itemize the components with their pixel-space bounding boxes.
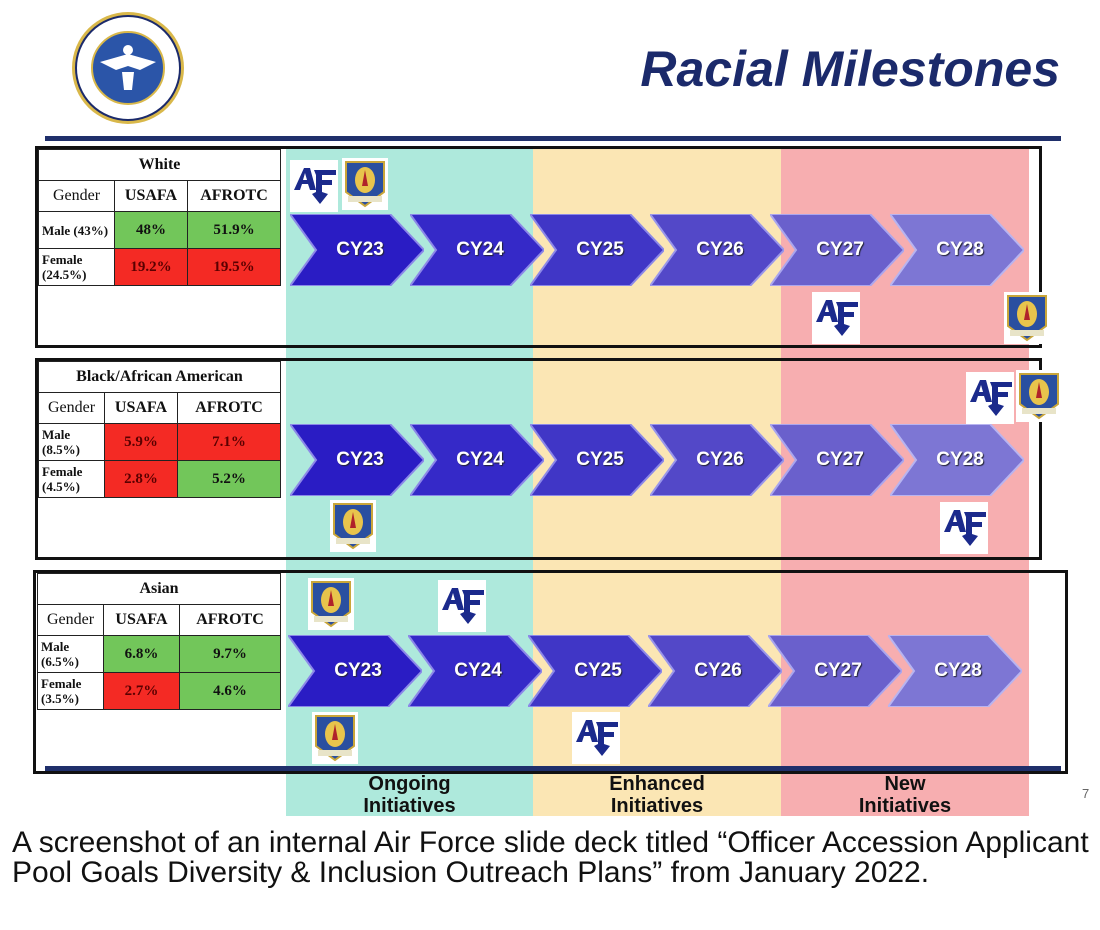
phase-label-enhanced: Enhanced Initiatives [533,773,781,817]
timeline-label: CY24 [454,660,502,681]
timeline-arrow-cy27: CY27 [770,214,904,286]
afrotc-emblem-icon [1016,370,1062,422]
col-gender-header: Gender [38,392,105,424]
afrotc-value: 4.6% [179,672,281,710]
col-afrotc-header: AFROTC [187,180,281,212]
timeline-arrow-cy23: CY23 [288,635,422,707]
timeline-arrow-cy26: CY26 [650,424,784,496]
afrotc-value: 9.7% [179,635,281,673]
timeline-arrow-cy24: CY24 [408,635,542,707]
afrotc-value: 5.2% [177,460,281,498]
timeline-arrow-cy28: CY28 [888,635,1022,707]
image-caption: A screenshot of an internal Air Force sl… [12,826,1089,889]
phase-label-line: Initiatives [610,795,704,817]
table-black: Black/African American Gender USAFA AFRO… [38,361,281,498]
timeline-arrow-cy28: CY28 [890,214,1024,286]
page-number: 7 [1082,786,1090,801]
table-group-header: Black/African American [38,361,281,393]
af-logo-icon [572,712,620,764]
afrotc-emblem-icon [312,712,358,764]
timeline-label: CY23 [334,660,382,681]
afrotc-emblem-icon [330,500,376,552]
timeline-label: CY23 [336,239,384,260]
timeline-arrow-cy25: CY25 [530,214,664,286]
timeline-arrow-cy26: CY26 [648,635,782,707]
air-force-seal-icon [72,12,184,124]
col-usafa-header: USAFA [104,392,178,424]
timeline-label: CY26 [694,660,742,681]
afrotc-value: 19.5% [187,248,281,286]
table-asian: Asian Gender USAFA AFROTC Male (6.5%) 6.… [37,573,281,710]
timeline-arrow-cy24: CY24 [410,214,544,286]
title-divider [45,136,1061,141]
row-label: Male (6.5%) [37,635,104,673]
afrotc-emblem-icon [308,578,354,630]
af-logo-icon [940,502,988,554]
timeline-arrow-cy28: CY28 [890,424,1024,496]
table-group-header: Asian [37,573,281,605]
timeline-arrow-cy25: CY25 [528,635,662,707]
afrotc-emblem-icon [342,158,388,210]
timeline-label: CY28 [936,239,984,260]
section-asian-frame [33,570,1068,774]
afrotc-value: 7.1% [177,423,281,461]
timeline-label: CY23 [336,449,384,470]
timeline-label: CY26 [696,449,744,470]
col-afrotc-header: AFROTC [177,392,281,424]
timeline-label: CY25 [576,239,624,260]
timeline-label: CY24 [456,449,504,470]
phase-label-line: New [884,773,926,795]
timeline-label: CY27 [816,449,864,470]
phase-label-line: Ongoing [368,773,451,795]
table-group-header: White [38,149,281,181]
phase-label-line: Enhanced [609,773,705,795]
usafa-value: 48% [114,211,188,249]
timeline-label: CY27 [814,660,862,681]
col-usafa-header: USAFA [103,604,180,636]
usafa-value: 6.8% [103,635,180,673]
row-label: Female (4.5%) [38,460,105,498]
timeline-arrow-cy23: CY23 [290,424,424,496]
col-afrotc-header: AFROTC [179,604,281,636]
timeline-arrow-cy24: CY24 [410,424,544,496]
timeline-arrow-cy26: CY26 [650,214,784,286]
timeline-label: CY26 [696,239,744,260]
af-logo-icon [966,372,1014,424]
row-label: Male (43%) [38,211,115,249]
afrotc-emblem-icon [1004,292,1050,344]
bottom-divider [45,766,1061,771]
timeline-label: CY24 [456,239,504,260]
col-gender-header: Gender [38,180,115,212]
timeline-arrow-cy23: CY23 [290,214,424,286]
col-usafa-header: USAFA [114,180,188,212]
timeline-label: CY27 [816,239,864,260]
section-white-frame [35,146,1042,348]
page-title: Racial Milestones [640,41,1060,97]
timeline-arrow-cy27: CY27 [768,635,902,707]
timeline-label: CY28 [936,449,984,470]
timeline-label: CY28 [934,660,982,681]
af-logo-icon [290,160,338,212]
phase-label-ongoing: Ongoing Initiatives [286,773,533,817]
table-white: White Gender USAFA AFROTC Male (43%) 48%… [38,149,281,286]
phase-label-line: Initiatives [363,795,456,817]
timeline-arrow-cy25: CY25 [530,424,664,496]
phase-label-line: Initiatives [858,795,952,817]
af-logo-icon [438,580,486,632]
phase-label-new: New Initiatives [781,773,1029,817]
af-logo-icon [812,292,860,344]
row-label: Female (24.5%) [38,248,115,286]
col-gender-header: Gender [37,604,104,636]
usafa-value: 2.7% [103,672,180,710]
section-black-frame [35,358,1042,560]
row-label: Male (8.5%) [38,423,105,461]
timeline-label: CY25 [576,449,624,470]
timeline-label: CY25 [574,660,622,681]
timeline-arrow-cy27: CY27 [770,424,904,496]
usafa-value: 5.9% [104,423,178,461]
row-label: Female (3.5%) [37,672,104,710]
afrotc-value: 51.9% [187,211,281,249]
usafa-value: 2.8% [104,460,178,498]
usafa-value: 19.2% [114,248,188,286]
